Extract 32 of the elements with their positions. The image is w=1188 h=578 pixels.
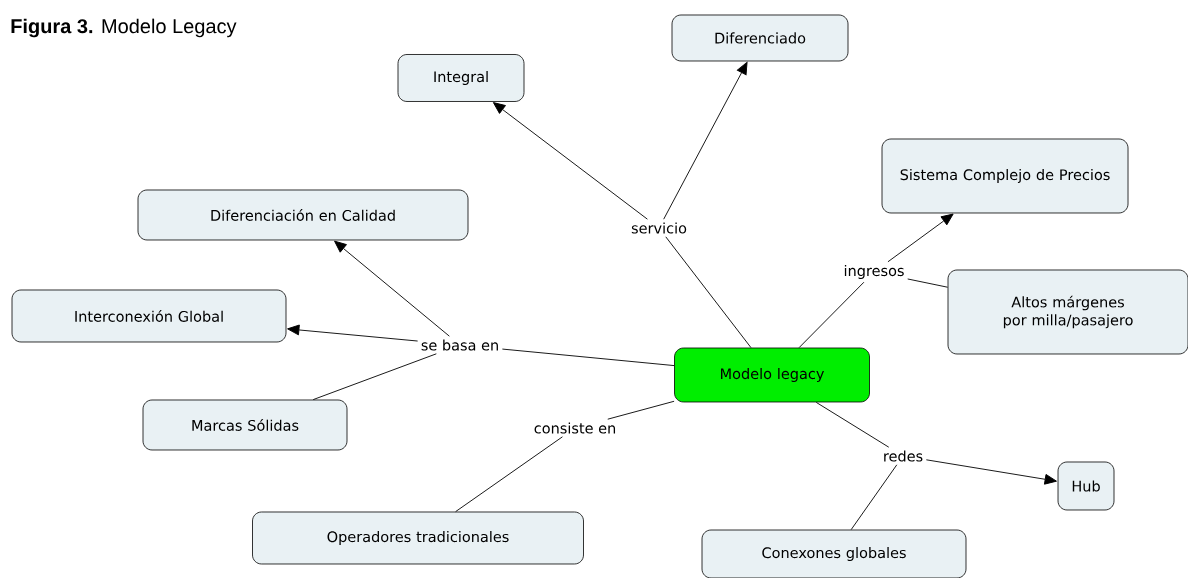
- concept-box: Altos márgenes por milla/pasajero: [947, 269, 1188, 355]
- connector-line: [850, 464, 898, 531]
- linking-phrase: ingresos: [840, 262, 908, 282]
- connector-line: [815, 401, 890, 448]
- arrow: [334, 240, 450, 337]
- connector-line: [312, 353, 437, 401]
- linking-phrase: consiste en: [530, 419, 620, 437]
- figure-title: Figura 3. Modelo Legacy: [11, 18, 237, 38]
- concept-box: Modelo legacy: [674, 347, 870, 403]
- concept-box: Conexones globales: [701, 529, 967, 578]
- arrow: [925, 459, 1057, 485]
- arrow: [287, 324, 419, 342]
- connector-line: [907, 278, 949, 288]
- arrow: [887, 213, 954, 263]
- connector-line: [501, 348, 675, 367]
- concept-box: Sistema Complejo de Precios: [881, 138, 1129, 214]
- linking-phrase: servicio: [628, 219, 690, 237]
- arrow: [492, 102, 648, 220]
- concept-box: Marcas Sólidas: [142, 399, 348, 451]
- concept-box: Integral: [397, 54, 525, 102]
- linking-phrase: se basa en: [417, 336, 503, 354]
- connector-line: [665, 236, 752, 349]
- concept-box: Operadores tradicionales: [252, 511, 584, 565]
- connector-line: [798, 281, 865, 349]
- connector-line: [607, 400, 675, 420]
- concept-box: Hub: [1057, 461, 1115, 511]
- linking-phrase: redes: [879, 447, 927, 465]
- arrow: [663, 61, 748, 220]
- concept-box: Diferenciado: [671, 14, 849, 62]
- concept-box: Interconexión Global: [11, 289, 287, 343]
- concept-box: Diferenciación en Calidad: [137, 189, 469, 241]
- connector-line: [455, 436, 563, 513]
